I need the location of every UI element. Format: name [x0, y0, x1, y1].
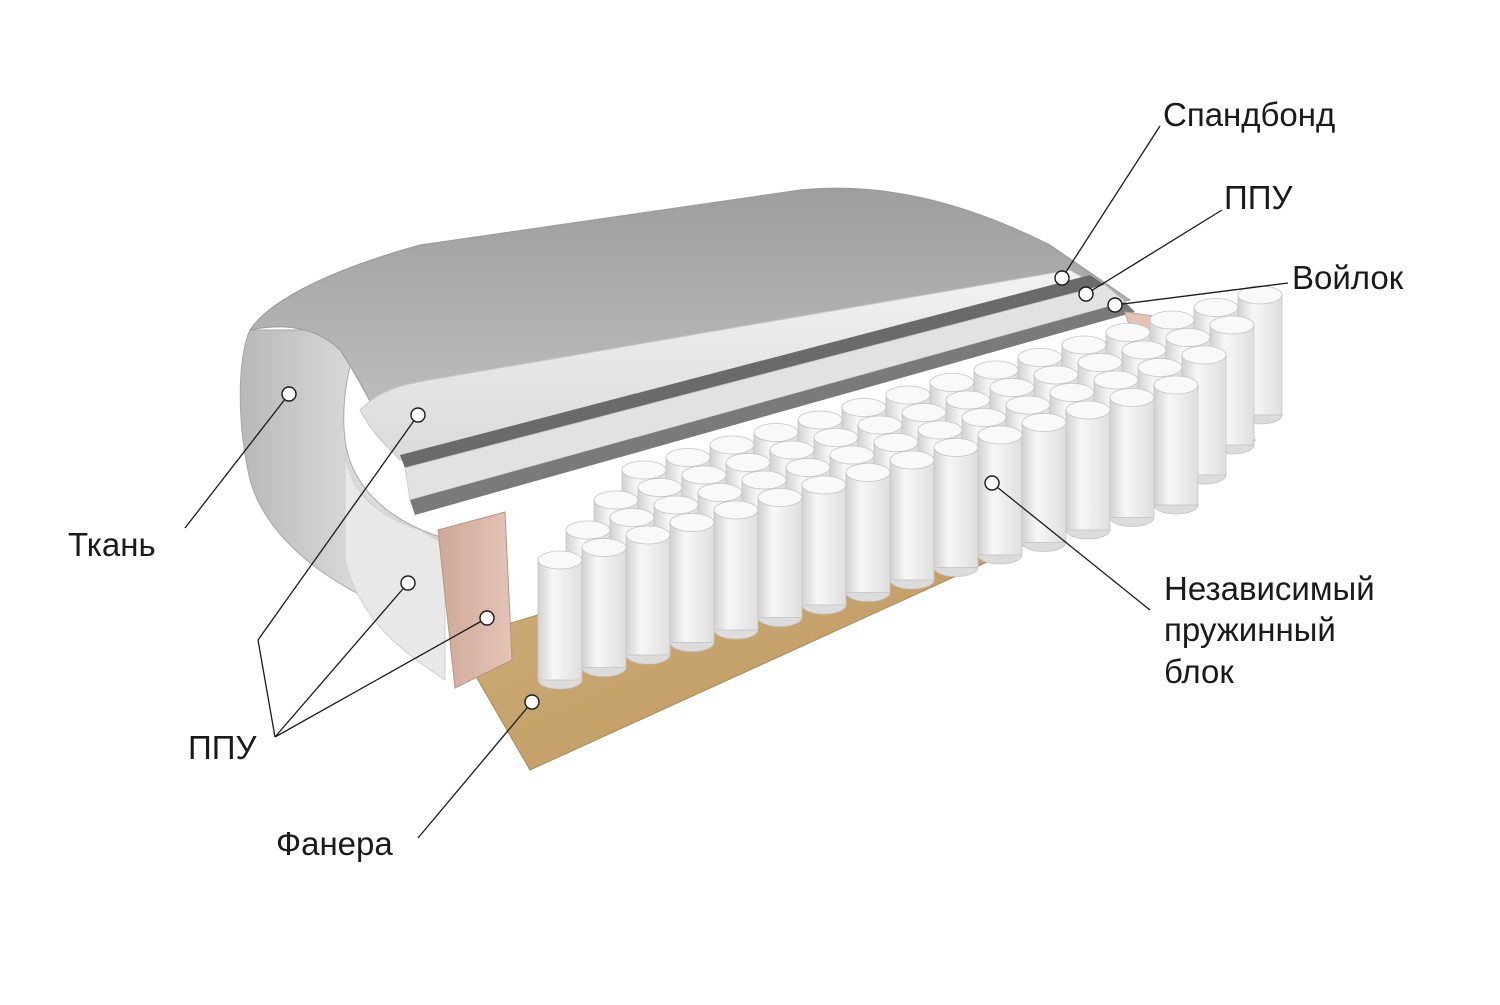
- spring-cylinder: [1153, 375, 1199, 515]
- label-ppu-left: ППУ: [188, 729, 257, 766]
- marker-fabric: [281, 386, 297, 402]
- spring-cylinder: [933, 438, 979, 577]
- foam-side-wall: [437, 511, 513, 689]
- spring-cylinder: [713, 500, 759, 640]
- marker-ppu-3: [479, 610, 495, 626]
- marker-dots: [281, 270, 1123, 710]
- spring-cylinder: [977, 425, 1023, 565]
- spring-cylinder: [757, 488, 803, 627]
- spring-cylinder: [669, 513, 715, 652]
- marker-ppu-1: [410, 407, 426, 423]
- label-spunbond: Спандбонд: [1163, 96, 1336, 133]
- leader-line-springs: [991, 482, 1151, 611]
- spring-cylinder: [889, 450, 935, 590]
- spring-cylinder: [625, 525, 671, 665]
- leader-line-ppu-1: [257, 414, 419, 641]
- spring-cylinder: [1109, 388, 1155, 527]
- leader-line-plywood: [417, 701, 533, 839]
- spring-cylinder: [845, 463, 891, 602]
- leader-line-ppu-brace: [257, 639, 276, 738]
- leader-line-spunbond: [1061, 125, 1161, 279]
- leader-line-ppu-2: [274, 582, 409, 738]
- spring-cylinder: [1021, 413, 1067, 552]
- label-spring-block-line-3: блок: [1164, 652, 1234, 690]
- leader-lines: [184, 125, 1289, 839]
- marker-ppu-top: [1078, 286, 1094, 302]
- spunbond-layer: [400, 275, 1105, 468]
- leader-line-fabric: [184, 393, 290, 529]
- foam-side-block: [344, 454, 446, 681]
- marker-plywood: [524, 694, 540, 710]
- label-felt: Войлок: [1292, 259, 1404, 296]
- spring-cylinder: [801, 475, 847, 615]
- label-fabric: Ткань: [68, 526, 156, 563]
- leader-line-ppu-3: [274, 617, 488, 738]
- marker-springs: [984, 475, 1000, 491]
- leader-line-felt: [1114, 282, 1289, 306]
- label-plywood: Фанера: [276, 825, 393, 862]
- spring-cylinder: [581, 538, 627, 677]
- spring-cylinder: [1065, 400, 1111, 540]
- spring-block: [537, 285, 1283, 690]
- leader-line-ppu-top: [1085, 209, 1223, 295]
- marker-felt: [1107, 297, 1123, 313]
- spring-cylinder: [537, 550, 583, 690]
- marker-spunbond: [1054, 270, 1070, 286]
- label-spring-block-line-1: Независимый: [1164, 570, 1375, 607]
- marker-ppu-2: [400, 575, 416, 591]
- label-ppu-top: ППУ: [1224, 179, 1293, 216]
- label-spring-block-line-2: пружинный: [1164, 611, 1336, 649]
- felt-layer: [410, 302, 1135, 515]
- label-spring-block: Независимый пружинный блок: [1164, 568, 1375, 692]
